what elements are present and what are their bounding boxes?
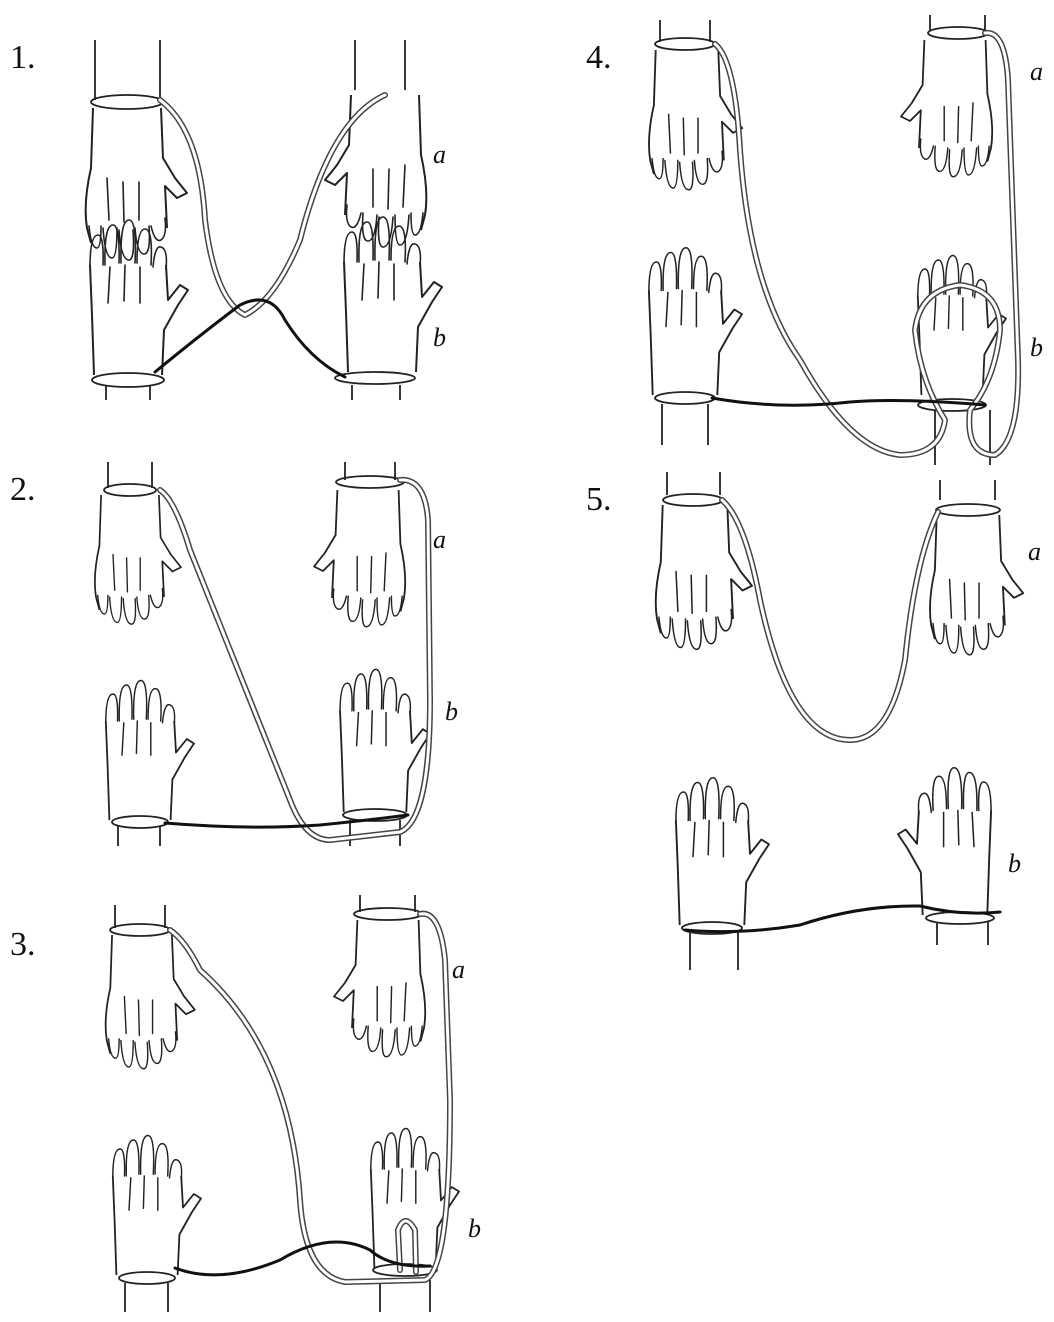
- panel-5-number: 5.: [586, 481, 612, 518]
- panel-3: 3. a b: [10, 895, 481, 1312]
- panel-4-label-b: b: [1030, 333, 1043, 362]
- panel-1-label-b: b: [433, 323, 446, 352]
- hand-person-b-left: [676, 778, 769, 970]
- hand-person-a-right: [930, 480, 1023, 655]
- hand-person-a-right: [314, 462, 405, 627]
- hand-person-a-left: [95, 462, 181, 624]
- panel-5-label-b: b: [1008, 849, 1021, 878]
- panel-1-label-a: a: [433, 140, 446, 169]
- hand-person-a-right: [325, 40, 426, 247]
- panel-2-number: 2.: [10, 471, 36, 508]
- hand-person-b-right: [340, 669, 430, 846]
- hand-person-a-right: [901, 15, 992, 177]
- panel-4-label-a: a: [1030, 57, 1043, 86]
- hand-person-a-left: [656, 472, 752, 649]
- panel-2-label-a: a: [433, 525, 446, 554]
- panel-4-number: 4.: [586, 39, 612, 76]
- hand-person-b-left: [106, 681, 194, 847]
- hand-person-b-left: [113, 1136, 201, 1313]
- thread-b: [685, 906, 1000, 932]
- panel-4: 4. a b: [586, 15, 1043, 465]
- rope-a: [160, 95, 385, 315]
- rope-a: [160, 480, 430, 840]
- panel-3-label-b: b: [468, 1214, 481, 1243]
- panel-1-number: 1.: [10, 39, 36, 76]
- hand-person-a-left: [86, 40, 187, 260]
- panel-3-number: 3.: [10, 926, 36, 963]
- hand-person-b-left: [649, 248, 742, 445]
- panel-5-label-a: a: [1028, 537, 1041, 566]
- rope-a: [722, 500, 938, 740]
- panel-3-label-a: a: [452, 955, 465, 984]
- panel-1: 1. a b: [10, 39, 446, 400]
- panel-5: 5. a b: [586, 472, 1041, 970]
- hand-person-a-left: [649, 20, 742, 190]
- hand-person-b-left: [90, 220, 188, 400]
- rope-a: [715, 33, 1018, 455]
- hand-person-b-right: [898, 768, 994, 945]
- thread-b: [175, 1242, 430, 1275]
- hand-person-a-right: [334, 895, 425, 1057]
- hand-person-a-left: [106, 905, 195, 1069]
- hand-person-b-right: [335, 217, 442, 400]
- rope-a: [170, 914, 450, 1282]
- panel-2: 2. a b: [10, 462, 458, 846]
- panel-2-label-b: b: [445, 697, 458, 726]
